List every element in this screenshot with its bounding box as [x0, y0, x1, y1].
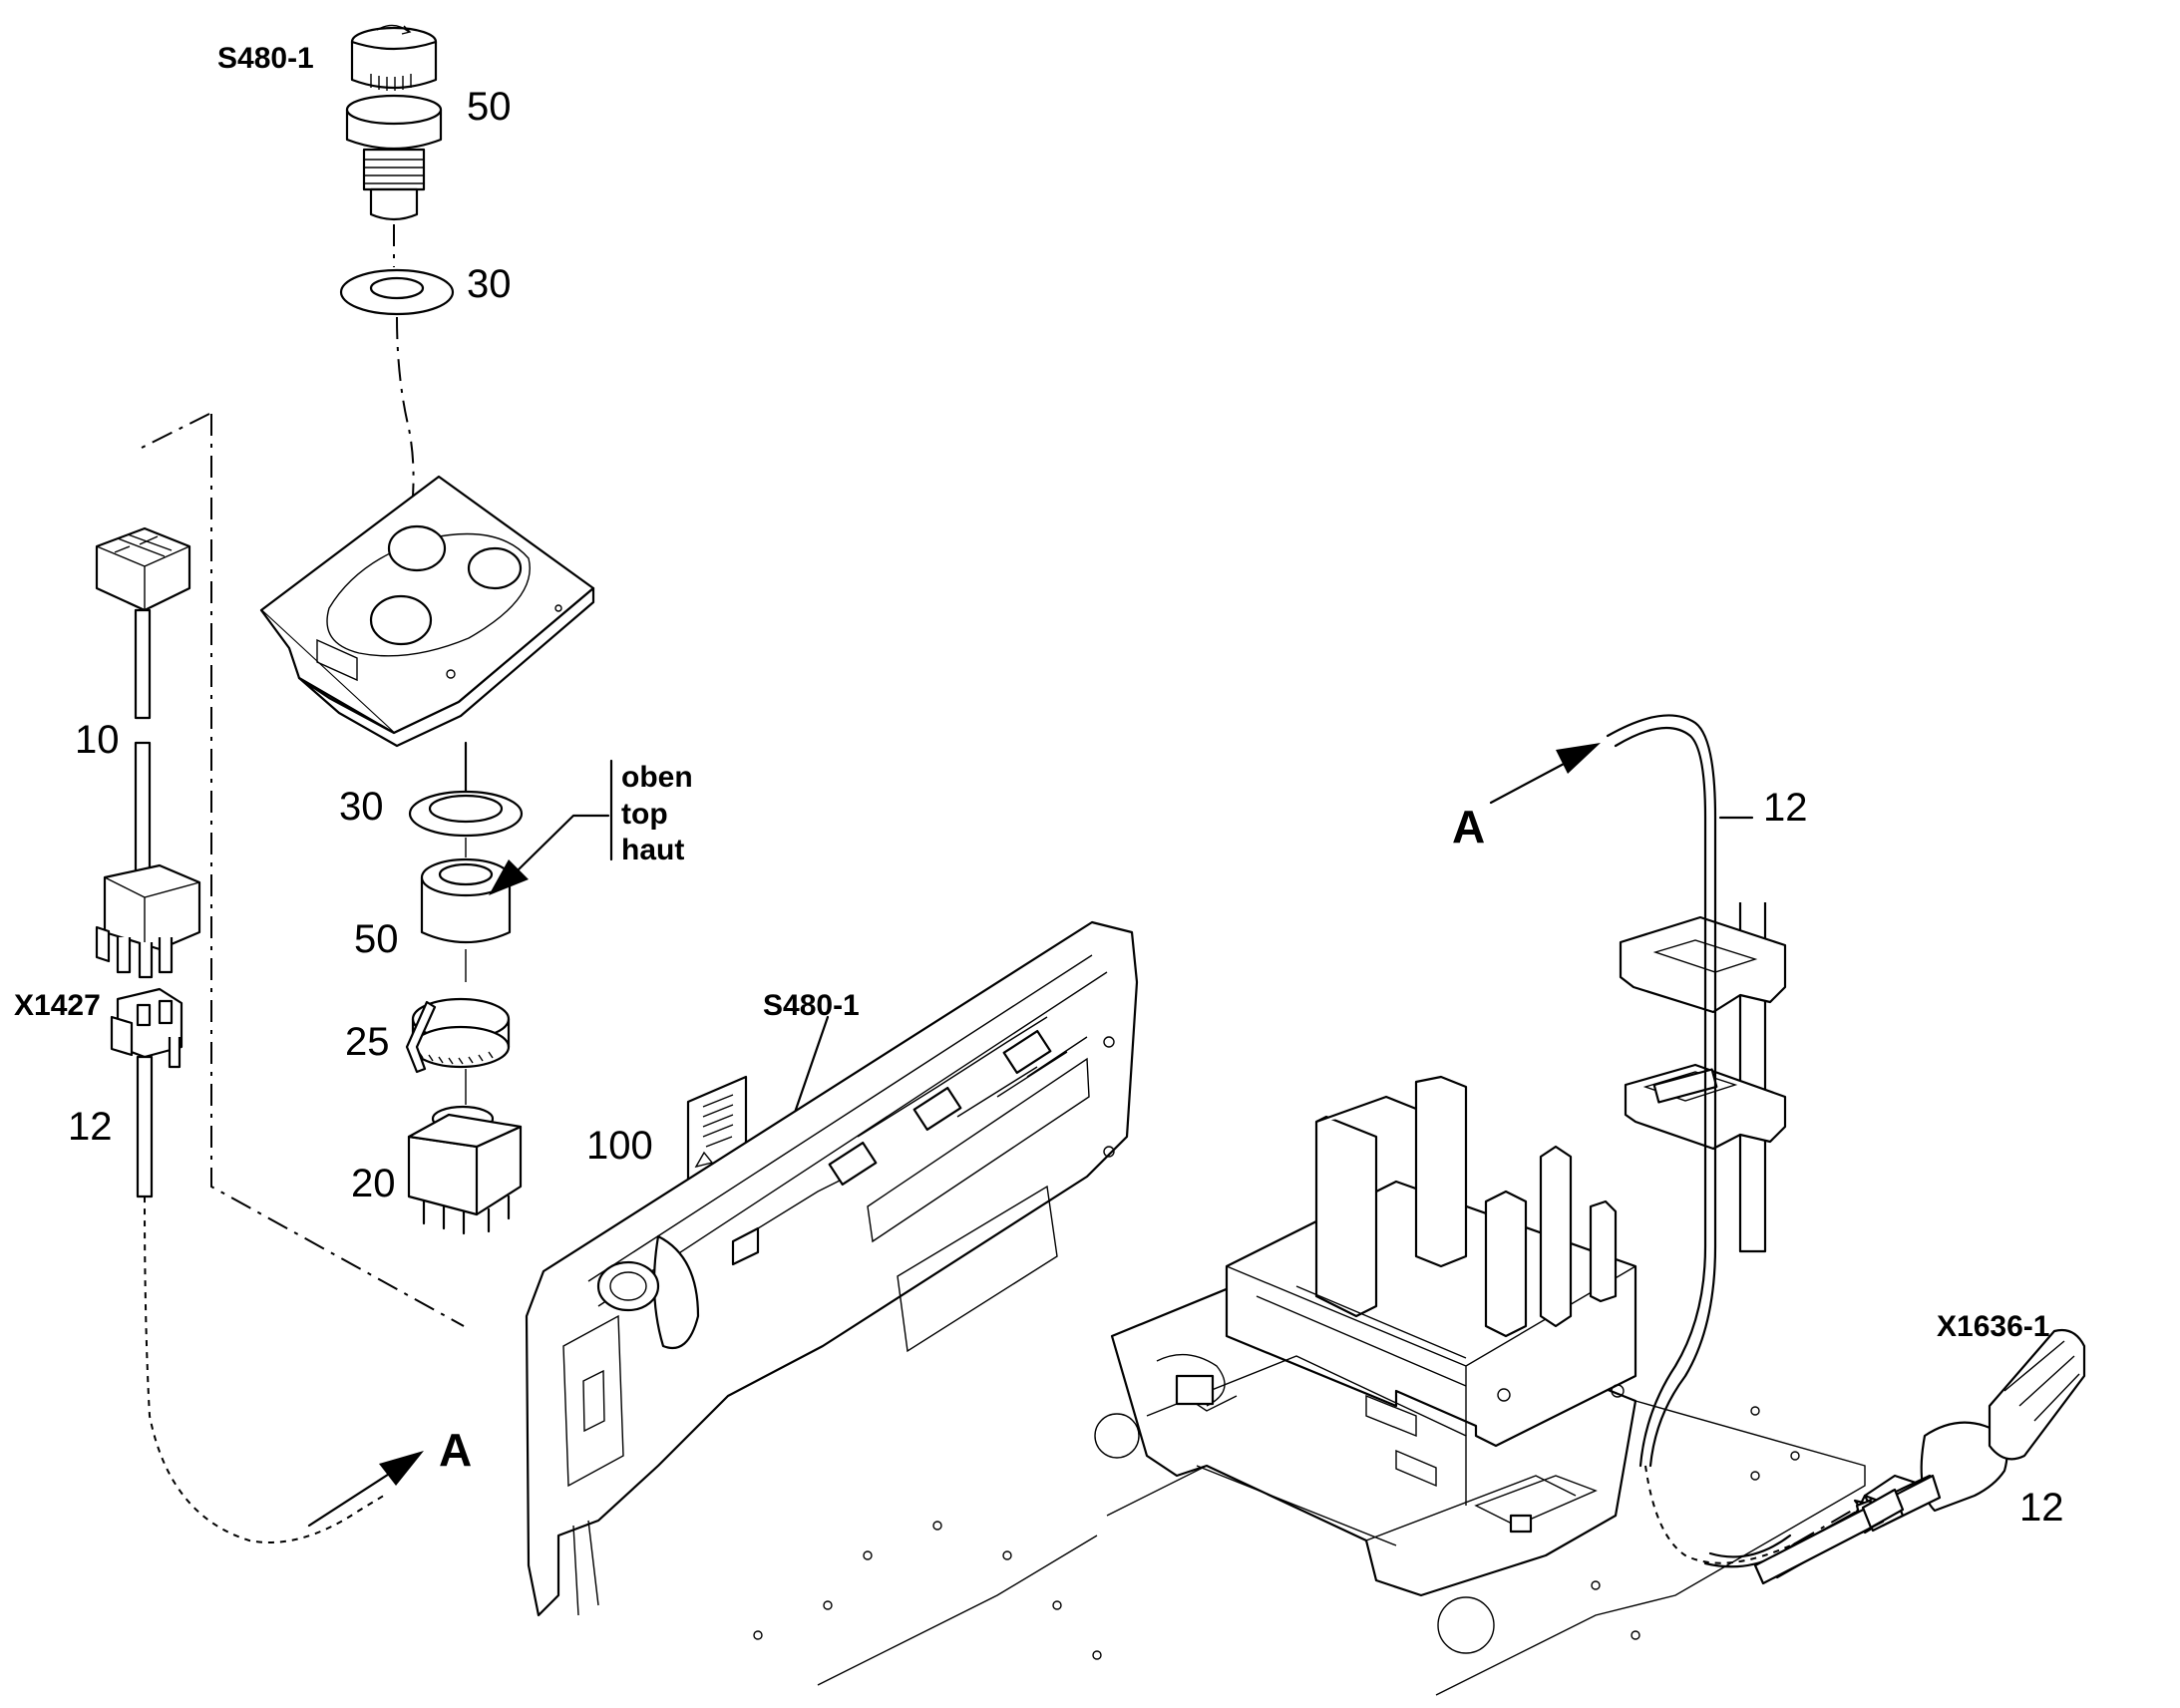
- floor-plate: [753, 1335, 1866, 1696]
- connector-icon: [110, 987, 183, 1069]
- console-frame: [525, 920, 1139, 1617]
- connector-icon: [95, 526, 191, 612]
- position-12-label-right: 12: [2019, 1486, 2064, 1530]
- position-50-label-mid: 50: [354, 917, 399, 961]
- position-20-label: 20: [351, 1162, 396, 1205]
- orientation-text: haut: [621, 834, 684, 866]
- orientation-text: oben: [621, 761, 693, 794]
- view-a-label-right: A: [1452, 801, 1485, 853]
- position-12-label-cable: 12: [1763, 786, 1808, 830]
- s480-1-label-mid: S480-1: [763, 989, 860, 1022]
- relay-icon: [407, 1105, 523, 1235]
- position-10-label: 10: [75, 718, 120, 762]
- x1427-label: X1427: [14, 989, 101, 1022]
- nut: [420, 857, 512, 944]
- position-100-label: 100: [586, 1124, 653, 1168]
- orientation-text: top: [621, 798, 668, 831]
- s480-1-label-top: S480-1: [217, 42, 314, 75]
- dashboard-panel: [259, 475, 595, 748]
- connector-icon: [95, 863, 201, 979]
- sealing-ring-icon: [339, 268, 455, 316]
- cable-guide: [1619, 902, 1787, 1253]
- sealing-ring-icon: [408, 790, 524, 838]
- position-30-label-mid: 30: [339, 785, 384, 829]
- x1636-1-label: X1636-1: [1937, 1310, 2049, 1343]
- view-a-label-left: A: [439, 1424, 472, 1476]
- clamp-ring: [405, 997, 511, 1074]
- position-25-label: 25: [345, 1020, 390, 1064]
- position-30-label-top: 30: [467, 262, 512, 306]
- seat-base: [1110, 1075, 1637, 1597]
- position-50-label-top: 50: [467, 85, 512, 129]
- position-12-label-left: 12: [68, 1105, 113, 1149]
- rotary-switch-knob-icon: [345, 24, 443, 221]
